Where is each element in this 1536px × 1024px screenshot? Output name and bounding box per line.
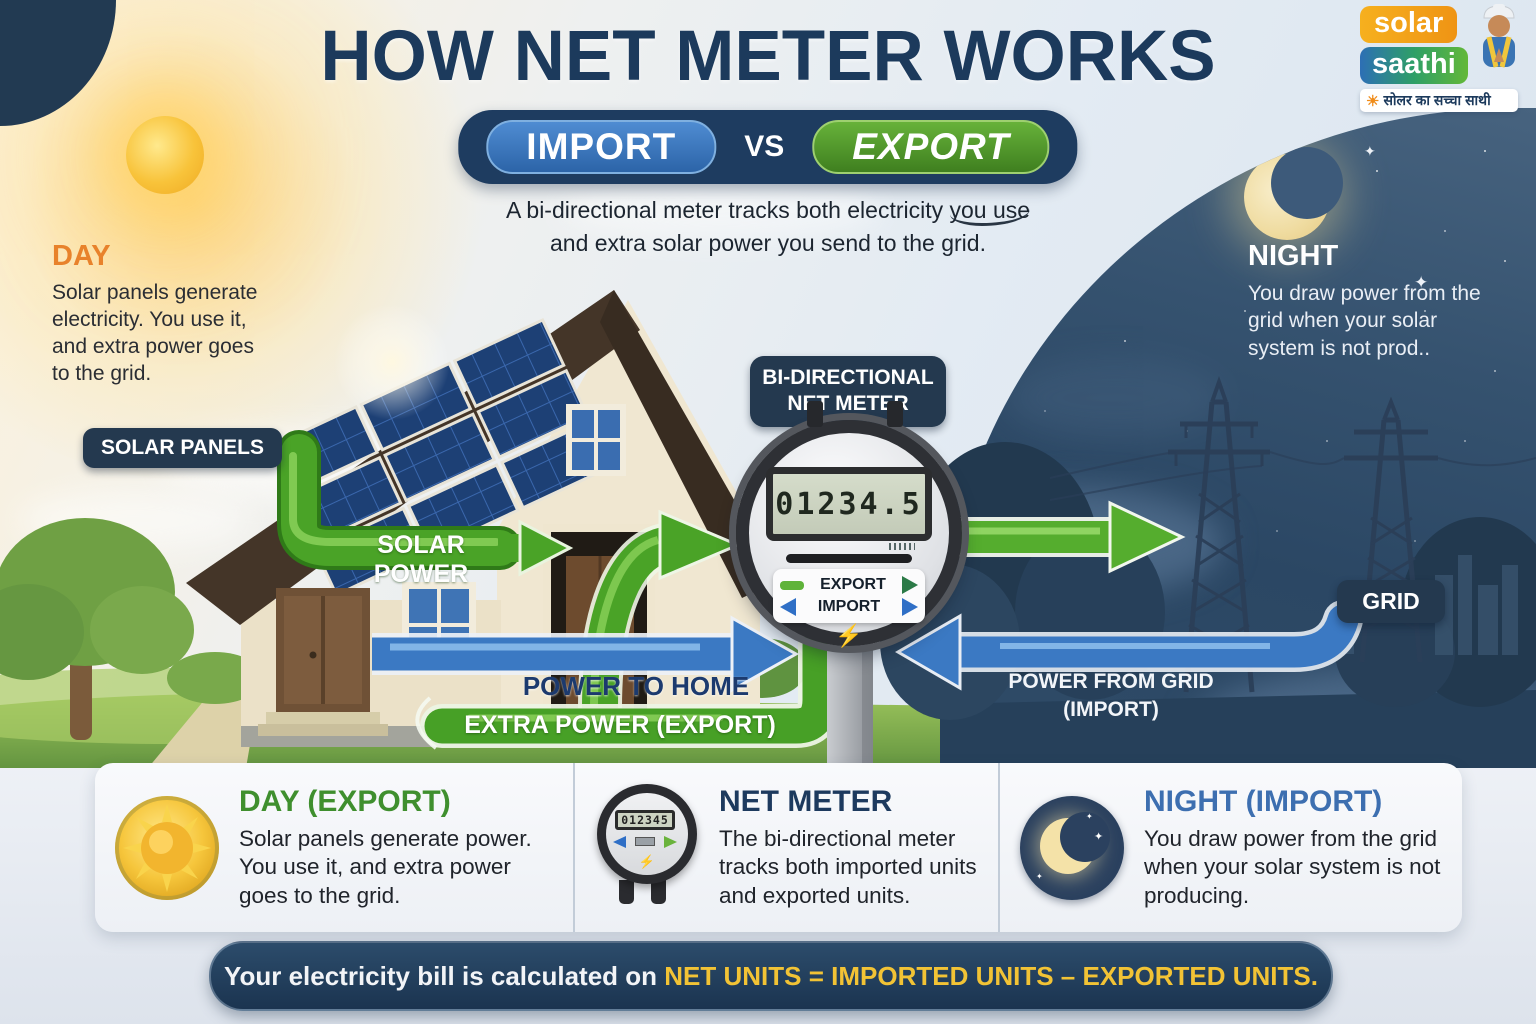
export-pill: EXPORT xyxy=(812,120,1050,174)
night-heading: NIGHT xyxy=(1248,240,1339,272)
sunburst-icon: ☀ xyxy=(1366,92,1380,110)
billing-formula-bar: Your electricity bill is calculated on N… xyxy=(209,941,1333,1011)
logo-solar-text: solar xyxy=(1360,6,1458,43)
mini-lightning-icon: ⚡ xyxy=(638,853,656,869)
page-title: HOW NET METER WORKS xyxy=(320,17,1216,96)
cloud xyxy=(560,180,880,240)
import-left-arrow-icon xyxy=(780,598,796,616)
lightning-icon: ⚡ xyxy=(835,623,863,648)
meter-flow-panel: EXPORT IMPORT xyxy=(773,569,925,623)
day-heading: DAY xyxy=(52,240,111,272)
meter-display-ticks xyxy=(889,543,915,550)
meter-mount-tab xyxy=(887,401,903,427)
power-to-home-label: POWER TO HOME xyxy=(522,671,750,701)
formula-highlight: NET UNITS = IMPORTED UNITS – EXPORTED UN… xyxy=(664,960,1318,991)
net-meter-badge: BI-DIRECTIONAL NET METER xyxy=(750,356,946,427)
card-body: The bi-directional meter tracks both imp… xyxy=(719,825,977,908)
stars xyxy=(944,108,946,110)
card-body: Solar panels generate power. You use it,… xyxy=(239,825,532,908)
net-meter-card: 012345 ⚡ NET METER The bi-directional me… xyxy=(575,763,1000,932)
star-icon: ✦ xyxy=(1414,273,1429,292)
meter-slot xyxy=(786,554,912,563)
cloud xyxy=(20,490,250,550)
export-label: EXPORT xyxy=(820,576,886,593)
card-title: NET METER xyxy=(719,784,893,818)
moon-icon xyxy=(1244,147,1343,240)
sun-icon xyxy=(115,795,219,900)
solar-power-arrow-label: SOLAR POWER xyxy=(373,531,469,588)
formula-text: Your electricity bill is calculated on xyxy=(224,960,665,991)
power-from-grid-label: POWER FROM GRID (IMPORT) xyxy=(1008,670,1214,722)
card-title: NIGHT (IMPORT) xyxy=(1144,784,1383,818)
mini-meter-reading: 012345 xyxy=(615,809,675,830)
import-flow-row: IMPORT xyxy=(780,596,918,618)
card-title: DAY (EXPORT) xyxy=(239,784,451,818)
mini-import-arrow-icon xyxy=(613,835,626,848)
day-description: Solar panels generate electricity. You u… xyxy=(52,281,258,385)
description-line1: A bi-directional meter tracks both elect… xyxy=(438,194,1098,227)
import-right-arrow-icon xyxy=(902,598,918,616)
extra-power-export-label: EXTRA POWER (EXPORT) xyxy=(464,711,776,739)
export-arrow-icon xyxy=(901,576,918,594)
day-export-card: DAY (EXPORT) Solar panels generate power… xyxy=(95,763,575,932)
night-import-card: ✦ ✦ ✦ NIGHT (IMPORT) You draw power from… xyxy=(1000,763,1462,932)
meter-lcd-display: 01234.5 xyxy=(766,467,932,541)
star-icon: ✦ xyxy=(1064,293,1077,310)
night-cloud xyxy=(944,488,1224,598)
sun-icon xyxy=(126,116,204,194)
import-label: IMPORT xyxy=(817,598,881,615)
moon-icon: ✦ ✦ ✦ xyxy=(1020,795,1124,900)
import-pill: IMPORT xyxy=(486,120,717,174)
grid-badge: GRID xyxy=(1337,580,1445,623)
worker-mascot-icon xyxy=(1483,4,1515,68)
export-dash-icon xyxy=(780,580,804,590)
import-vs-export-banner: IMPORT VS EXPORT xyxy=(458,110,1078,184)
export-flow-row: EXPORT xyxy=(780,574,918,596)
solar-saathi-logo: solar saathi ☀ सोलर का सच्चा साथी xyxy=(1360,4,1518,112)
meter-icon: 012345 ⚡ xyxy=(595,783,699,912)
legend-cards-panel: DAY (EXPORT) Solar panels generate power… xyxy=(95,763,1462,932)
description-line2: and extra solar power you send to the gr… xyxy=(550,229,986,256)
card-body: You draw power from the grid when your s… xyxy=(1144,825,1441,908)
underlined-phrase: you use xyxy=(949,197,1031,226)
solar-panels-badge: SOLAR PANELS xyxy=(83,428,282,468)
star-icon: ✦ xyxy=(1152,173,1168,193)
logo-saathi-text: saathi xyxy=(1360,47,1468,84)
night-cloud xyxy=(1194,668,1536,766)
vs-label: VS xyxy=(744,130,785,163)
night-description: You draw power from the grid when your s… xyxy=(1248,282,1481,360)
night-cloud xyxy=(1004,358,1224,438)
star-icon: ✦ xyxy=(1364,143,1376,159)
net-meter-device: 01234.5 EXPORT IMPORT ⚡ xyxy=(736,401,962,648)
logo-tagline: ☀ सोलर का सच्चा साथी xyxy=(1360,89,1518,112)
mini-export-arrow-icon xyxy=(664,835,677,848)
intro-description: A bi-directional meter tracks both elect… xyxy=(438,194,1098,259)
meter-mount-tab xyxy=(807,401,823,427)
